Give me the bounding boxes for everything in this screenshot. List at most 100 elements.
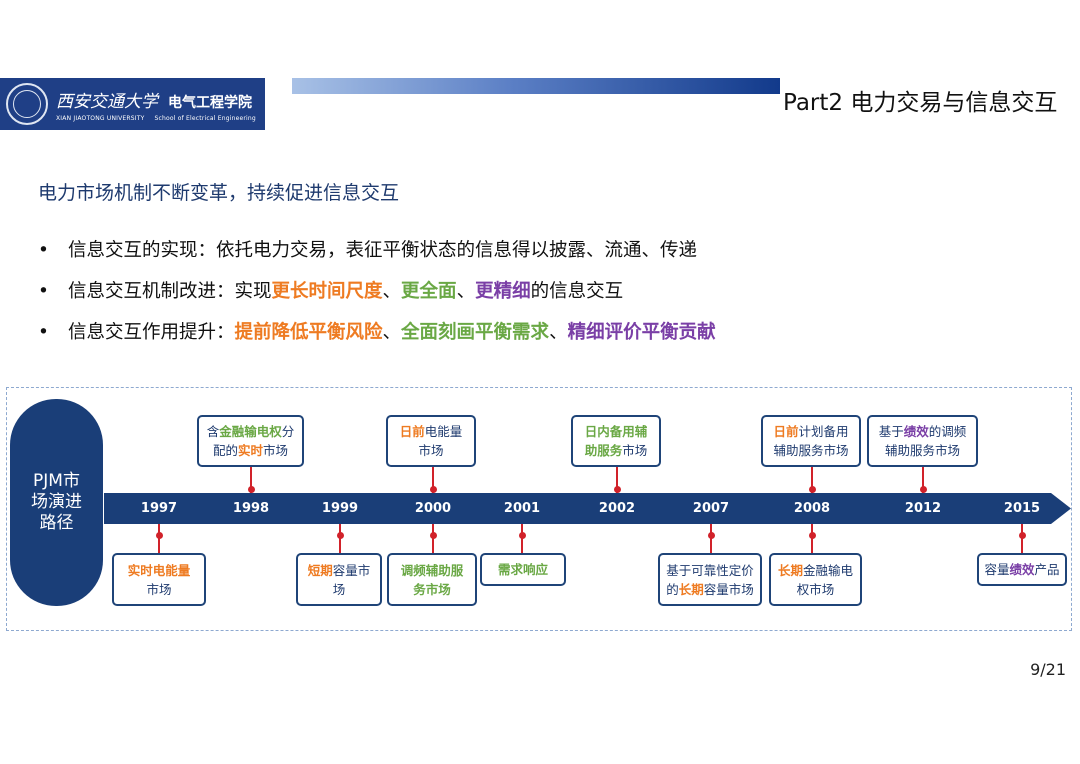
event-text: 基于 bbox=[878, 424, 904, 439]
event-box-below-2001: 需求响应 bbox=[480, 553, 566, 586]
bullet-text: 信息交互作用提升： bbox=[68, 322, 235, 343]
event-text: 长期 bbox=[678, 581, 704, 597]
bullet-text: 提前降低平衡风险 bbox=[234, 322, 383, 343]
event-text: 市场 bbox=[622, 443, 648, 458]
event-text: 金融输电权 bbox=[219, 424, 282, 439]
event-marker-dot bbox=[1018, 532, 1026, 539]
event-text: 助服务 bbox=[584, 443, 623, 458]
event-line: 务市场 bbox=[401, 580, 464, 599]
timeline-label: PJM市 场演进 路径 bbox=[10, 399, 103, 606]
timeline-year-1998: 1998 bbox=[232, 501, 270, 516]
event-box-below-1997: 实时电能量市场 bbox=[112, 553, 206, 606]
event-line: 日前计划备用 bbox=[773, 422, 848, 441]
event-line: 含金融输电权分 bbox=[207, 422, 295, 441]
timeline-year-2000: 2000 bbox=[414, 501, 452, 516]
event-line: 容量绩效产品 bbox=[984, 560, 1059, 579]
event-text: 市场 bbox=[146, 581, 172, 597]
event-text: 务市场 bbox=[413, 581, 451, 597]
event-text: 市场 bbox=[263, 443, 289, 458]
event-text: 含 bbox=[206, 424, 220, 439]
event-box-below-2007: 基于可靠性定价的长期容量市场 bbox=[658, 553, 762, 606]
event-line: 基于绩效的调频 bbox=[879, 422, 967, 441]
event-line: 短期容量市 bbox=[308, 561, 371, 580]
bullet-text: 、 bbox=[382, 281, 402, 302]
event-text: 计划备用 bbox=[798, 424, 849, 439]
event-marker-dot bbox=[247, 486, 255, 493]
event-text: 调频辅助服 bbox=[400, 562, 464, 578]
event-text: 实时电能量 bbox=[127, 562, 191, 578]
event-text: 日内备用辅 bbox=[584, 424, 648, 439]
bullet-dot: • bbox=[38, 322, 49, 343]
event-marker-dot bbox=[808, 532, 816, 539]
event-text: 分 bbox=[281, 424, 295, 439]
timeline-year-1997: 1997 bbox=[140, 501, 178, 516]
bullet-list: •信息交互的实现：依托电力交易，表征平衡状态的信息得以披露、流通、传递•信息交互… bbox=[38, 236, 716, 359]
event-line: 日内备用辅 bbox=[585, 422, 648, 441]
event-text: 辅助服务市场 bbox=[884, 443, 960, 458]
event-box-below-2015: 容量绩效产品 bbox=[977, 553, 1067, 586]
event-text: 需求响应 bbox=[497, 562, 548, 577]
event-box-above-2000: 日前电能量市场 bbox=[386, 415, 476, 467]
event-line: 日前电能量 bbox=[400, 422, 463, 441]
event-text: 权市场 bbox=[796, 581, 835, 597]
event-text: 的 bbox=[666, 581, 679, 597]
event-line: 市场 bbox=[400, 441, 463, 460]
event-box-above-1998: 含金融输电权分配的实时市场 bbox=[197, 415, 304, 467]
timeline-year-2008: 2008 bbox=[793, 501, 831, 516]
bullet-dot: • bbox=[38, 281, 49, 302]
event-connector bbox=[432, 467, 434, 493]
university-name-cn: 西安交通大学 bbox=[56, 91, 158, 112]
timeline-year-2007: 2007 bbox=[692, 501, 730, 516]
event-line: 实时电能量 bbox=[128, 561, 191, 580]
event-line: 长期金融输电 bbox=[778, 561, 853, 580]
event-connector bbox=[616, 467, 618, 493]
bullet-text: 、 bbox=[549, 322, 568, 343]
event-line: 基于可靠性定价 bbox=[666, 561, 754, 580]
event-line: 配的实时市场 bbox=[207, 441, 295, 460]
event-text: 产品 bbox=[1034, 562, 1060, 577]
event-text: 场 bbox=[332, 581, 346, 597]
bullet-text: 、 bbox=[382, 322, 402, 343]
event-marker-dot bbox=[336, 532, 344, 539]
event-connector bbox=[922, 467, 924, 493]
event-text: 辅助服务市场 bbox=[773, 443, 849, 458]
event-box-below-1999: 短期容量市场 bbox=[296, 553, 382, 606]
event-box-below-2000: 调频辅助服务市场 bbox=[387, 553, 477, 606]
bullet-text: 、 bbox=[456, 281, 476, 302]
timeline-arrow bbox=[104, 493, 1071, 524]
bullet-text: 信息交互的实现：依托电力交易，表征平衡状态的信息得以披露、流通、传递 bbox=[68, 240, 698, 261]
event-line: 助服务市场 bbox=[585, 441, 648, 460]
bullet-item-2: •信息交互机制改进：实现更长时间尺度、更全面、更精细的信息交互 bbox=[38, 277, 716, 318]
event-text: 绩效 bbox=[1009, 562, 1035, 577]
event-box-above-2008: 日前计划备用辅助服务市场 bbox=[761, 415, 861, 467]
bullet-text: 精细评价平衡贡献 bbox=[567, 322, 716, 343]
bullet-item-3: •信息交互作用提升：提前降低平衡风险、全面刻画平衡需求、精细评价平衡贡献 bbox=[38, 318, 716, 359]
timeline-year-1999: 1999 bbox=[321, 501, 359, 516]
event-text: 实时 bbox=[237, 443, 263, 458]
event-text: 市场 bbox=[418, 443, 444, 458]
event-line: 权市场 bbox=[778, 580, 853, 599]
timeline-frame bbox=[6, 387, 1072, 631]
bullet-item-1: •信息交互的实现：依托电力交易，表征平衡状态的信息得以披露、流通、传递 bbox=[38, 236, 716, 277]
event-text: 配的 bbox=[212, 443, 238, 458]
university-name-en: XIAN JIAOTONG UNIVERSITY bbox=[56, 114, 145, 122]
bullet-text: 全面刻画平衡需求 bbox=[401, 322, 550, 343]
event-line: 市场 bbox=[128, 580, 191, 599]
event-text: 短期 bbox=[307, 562, 333, 578]
event-marker-dot bbox=[707, 532, 715, 539]
university-seal-icon bbox=[6, 83, 48, 125]
part-title: Part2 电力交易与信息交互 bbox=[783, 90, 1058, 116]
event-text: 容量市场 bbox=[703, 581, 754, 597]
event-marker-dot bbox=[429, 486, 437, 493]
timeline-year-2015: 2015 bbox=[1003, 501, 1041, 516]
event-line: 的长期容量市场 bbox=[666, 580, 754, 599]
event-line: 调频辅助服 bbox=[401, 561, 464, 580]
event-text: 的调频 bbox=[928, 424, 967, 439]
event-text: 日前 bbox=[773, 424, 799, 439]
event-text: 容量 bbox=[984, 562, 1010, 577]
event-box-above-2012: 基于绩效的调频辅助服务市场 bbox=[867, 415, 978, 467]
event-text: 基于可靠性定价 bbox=[666, 562, 754, 578]
event-line: 场 bbox=[308, 580, 371, 599]
event-text: 金融输电 bbox=[803, 562, 854, 578]
event-marker-dot bbox=[613, 486, 621, 493]
